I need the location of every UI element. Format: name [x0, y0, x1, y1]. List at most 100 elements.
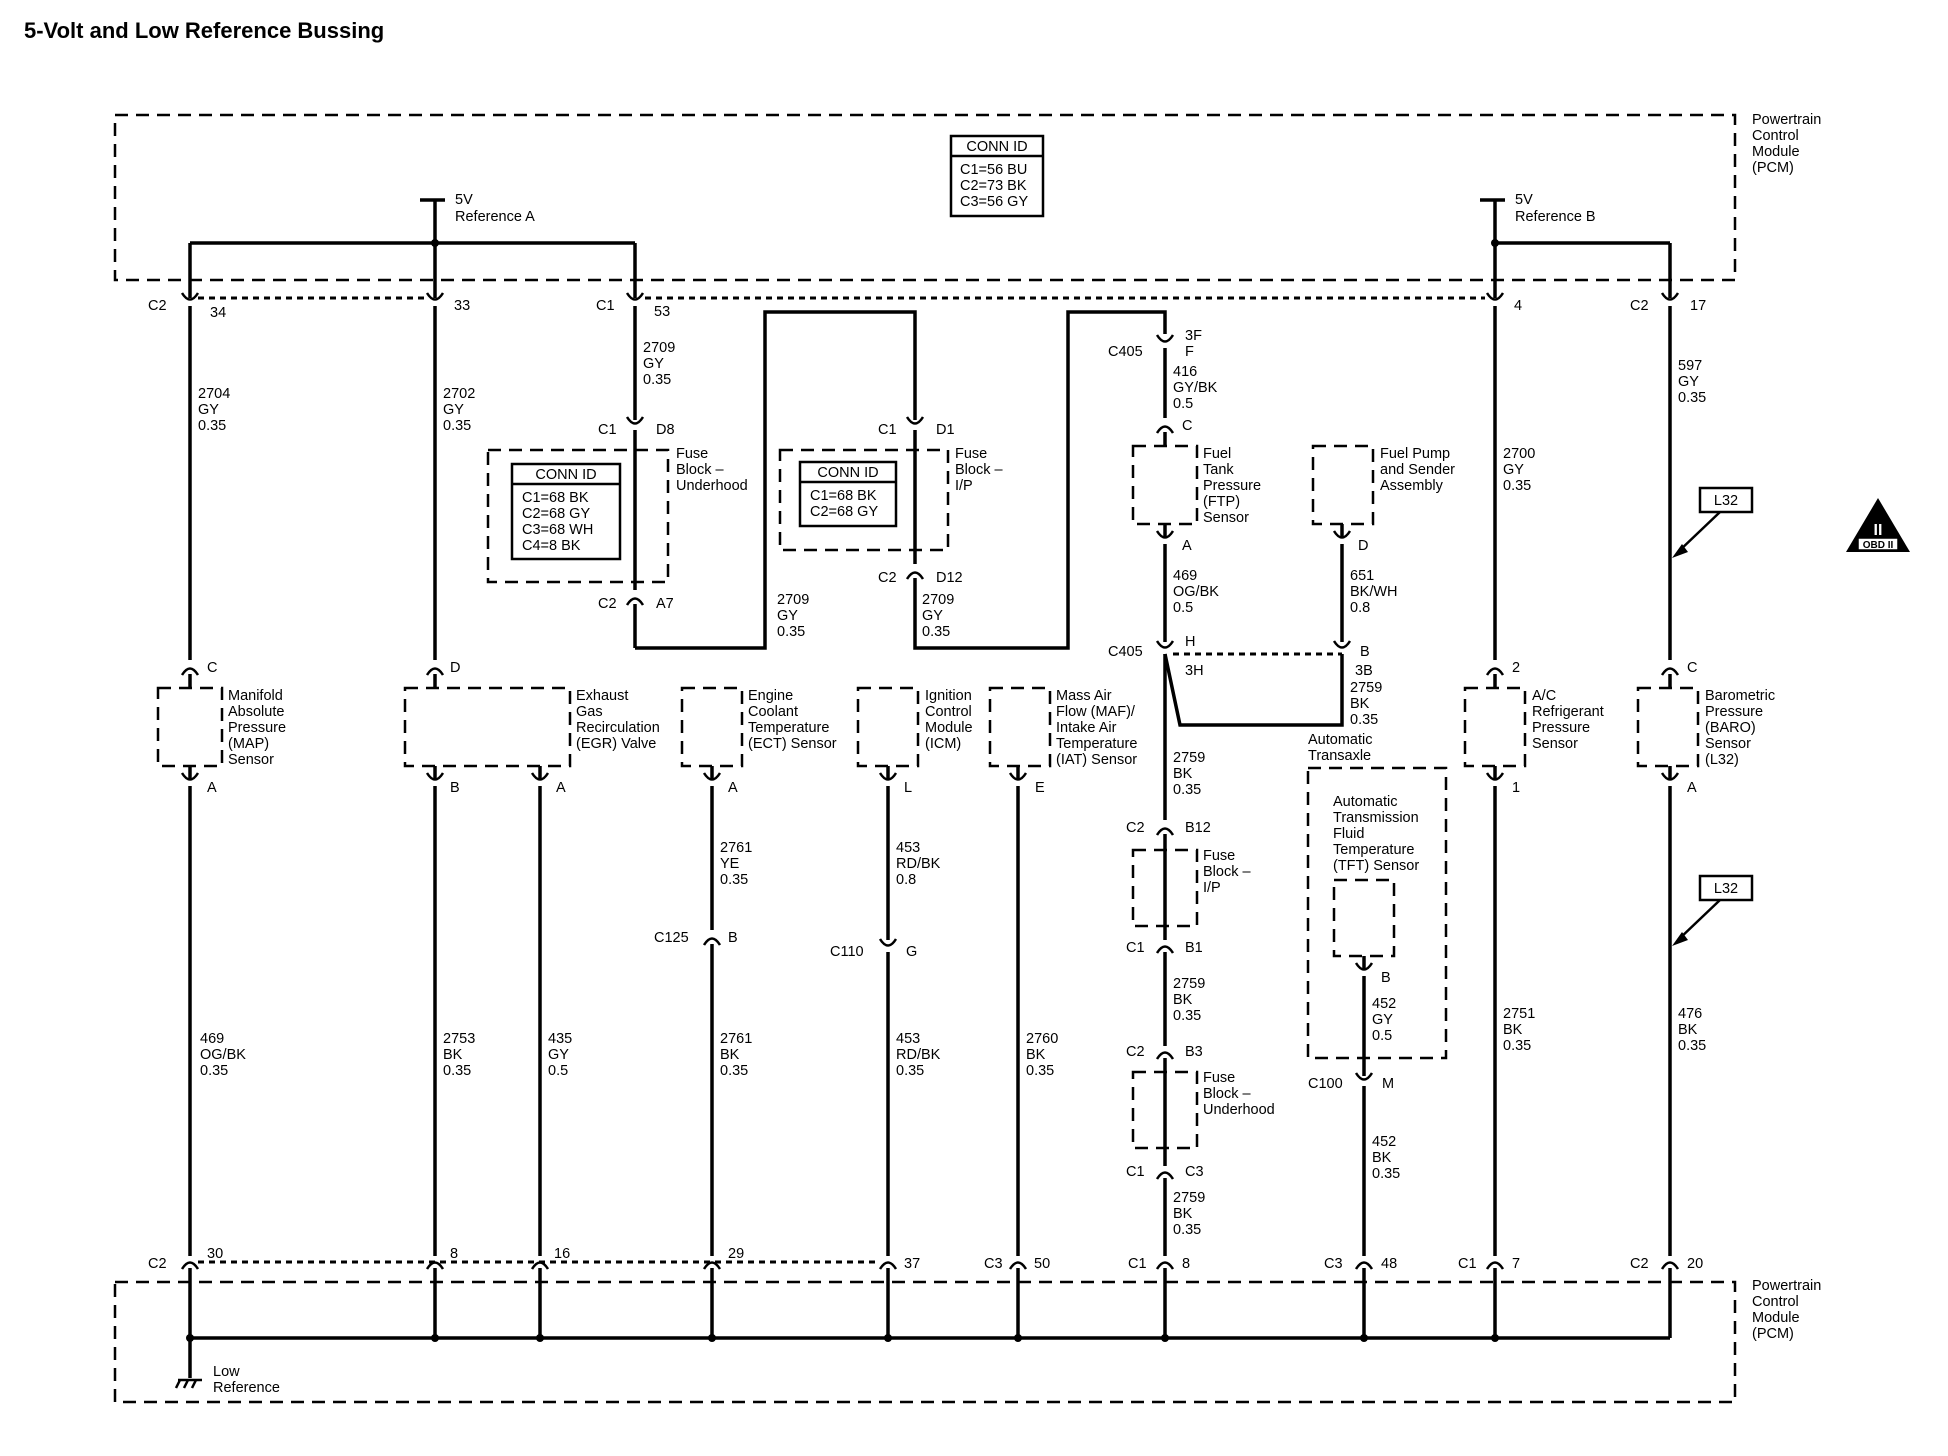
svg-text:C1: C1	[598, 422, 617, 438]
svg-text:C125: C125	[654, 930, 689, 946]
page-title: 5-Volt and Low Reference Bussing	[24, 18, 384, 43]
svg-text:B: B	[450, 780, 460, 796]
svg-text:48: 48	[1381, 1256, 1397, 1272]
svg-text:B: B	[1381, 970, 1391, 986]
svg-text:CONN ID: CONN ID	[535, 467, 596, 483]
svg-text:D8: D8	[656, 422, 675, 438]
svg-text:B1: B1	[1185, 940, 1203, 956]
svg-text:A: A	[1182, 538, 1192, 554]
svg-text:E: E	[1035, 780, 1045, 796]
svg-text:20: 20	[1687, 1256, 1703, 1272]
svg-text:M: M	[1382, 1076, 1394, 1092]
svg-text:L: L	[904, 780, 912, 796]
svg-text:C2: C2	[1630, 1256, 1649, 1272]
svg-text:C2=68 GY: C2=68 GY	[810, 504, 878, 520]
svg-text:G: G	[906, 944, 917, 960]
svg-text:3B: 3B	[1355, 663, 1373, 679]
svg-text:C1: C1	[1126, 940, 1145, 956]
svg-text:34: 34	[210, 305, 226, 321]
svg-text:53: 53	[654, 304, 670, 320]
svg-text:C3: C3	[1324, 1256, 1343, 1272]
svg-text:CONN ID: CONN ID	[817, 465, 878, 481]
svg-text:F: F	[1185, 344, 1194, 360]
svg-text:C2: C2	[1630, 298, 1649, 314]
svg-text:C405: C405	[1108, 344, 1143, 360]
l32-tag-bottom: L32	[1672, 874, 1754, 946]
svg-text:D: D	[1358, 538, 1368, 554]
svg-text:16: 16	[554, 1246, 570, 1262]
svg-text:C2: C2	[1126, 820, 1145, 836]
svg-text:II: II	[1874, 522, 1883, 539]
svg-text:3F: 3F	[1185, 328, 1202, 344]
svg-text:B: B	[1360, 644, 1370, 660]
svg-text:H: H	[1185, 634, 1195, 650]
svg-text:B: B	[728, 930, 738, 946]
svg-text:33: 33	[454, 298, 470, 314]
svg-text:D1: D1	[936, 422, 955, 438]
svg-text:50: 50	[1034, 1256, 1050, 1272]
svg-text:C1: C1	[878, 422, 897, 438]
svg-text:2: 2	[1512, 660, 1520, 676]
svg-text:C: C	[1687, 660, 1697, 676]
svg-text:C1=56 BU: C1=56 BU	[960, 162, 1027, 178]
svg-text:C405: C405	[1108, 644, 1143, 660]
svg-text:C1=68 BK: C1=68 BK	[810, 488, 877, 504]
svg-text:C1: C1	[1458, 1256, 1477, 1272]
svg-text:7: 7	[1512, 1256, 1520, 1272]
svg-text:A: A	[1687, 780, 1697, 796]
svg-text:L32: L32	[1714, 881, 1738, 897]
svg-text:C2=68 GY: C2=68 GY	[522, 506, 590, 522]
svg-text:D12: D12	[936, 570, 963, 586]
svg-text:C100: C100	[1308, 1076, 1343, 1092]
svg-text:C4=8 BK: C4=8 BK	[522, 538, 581, 554]
svg-text:OBD II: OBD II	[1863, 540, 1894, 551]
pcm-top-label: Powertrain Control Module (PCM)	[1752, 112, 1825, 176]
obd-ii-icon: II OBD II	[1846, 498, 1910, 552]
svg-text:C110: C110	[830, 944, 864, 960]
svg-text:C: C	[207, 660, 217, 676]
l32-tag-top: L32	[1672, 486, 1754, 558]
svg-text:8: 8	[1182, 1256, 1190, 1272]
svg-text:4: 4	[1514, 298, 1522, 314]
svg-text:C2: C2	[1126, 1044, 1145, 1060]
svg-text:1: 1	[1512, 780, 1520, 796]
svg-text:C2: C2	[598, 596, 617, 612]
svg-text:C2: C2	[148, 1256, 167, 1272]
svg-text:B12: B12	[1185, 820, 1211, 836]
